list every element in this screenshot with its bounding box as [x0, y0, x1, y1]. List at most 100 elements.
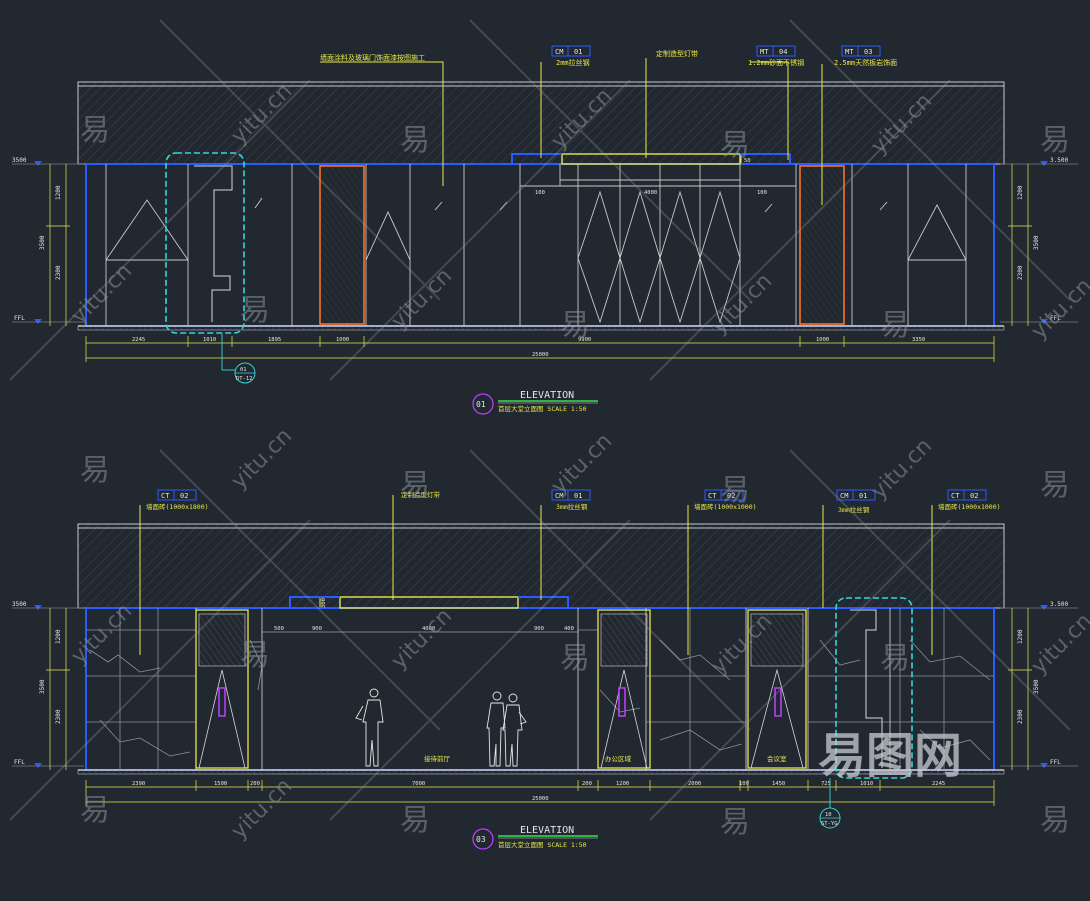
door-left: [195, 609, 249, 769]
subtitle-text: 首层大堂立面图 SCALE 1:50: [498, 840, 587, 849]
svg-text:4000: 4000: [422, 626, 435, 632]
svg-text:01: 01: [574, 48, 582, 56]
callout-text: 1.2mm砂面不锈钢: [748, 58, 804, 67]
svg-text:1010: 1010: [203, 337, 216, 343]
callout-text: 定制造型灯带: [656, 49, 698, 58]
svg-text:300: 300: [321, 598, 327, 608]
dimension-chain-01: [85, 336, 995, 362]
svg-text:2000: 2000: [688, 781, 701, 787]
watermark-site: yitu.cn: [547, 429, 618, 500]
svg-text:3500: 3500: [39, 679, 46, 694]
svg-text:50: 50: [744, 158, 751, 164]
title-text: ELEVATION: [520, 825, 574, 836]
room-label: 接待前厅: [424, 754, 451, 763]
watermark-site: yitu.cn: [867, 434, 938, 505]
svg-text:10: 10: [825, 812, 832, 818]
callout-text: 墙面砖(1000x1800): [146, 502, 209, 511]
svg-text:100: 100: [739, 781, 749, 787]
svg-text:1200: 1200: [1017, 185, 1024, 200]
watermark-site: yitu.cn: [67, 599, 138, 670]
svg-text:01: 01: [574, 492, 582, 500]
watermark-glyph: 易: [80, 793, 110, 828]
svg-text:1500: 1500: [214, 781, 227, 787]
svg-text:02: 02: [727, 492, 735, 500]
human-figures: [355, 688, 527, 767]
svg-text:2245: 2245: [932, 781, 945, 787]
svg-text:725: 725: [821, 781, 831, 787]
svg-text:2300: 2300: [1017, 709, 1024, 724]
svg-text:9900: 9900: [578, 337, 591, 343]
watermark-glyph: 易: [1040, 803, 1070, 838]
svg-text:900: 900: [312, 626, 322, 632]
svg-text:03: 03: [476, 835, 486, 844]
svg-text:DT-12: DT-12: [236, 376, 253, 382]
watermark-glyph: 易: [1040, 123, 1070, 158]
material-tag: MT 04: [756, 45, 796, 57]
watermark-site: yitu.cn: [67, 259, 138, 330]
svg-text:500: 500: [274, 626, 284, 632]
svg-text:3500: 3500: [12, 157, 27, 164]
watermark-glyph: 易: [720, 805, 750, 840]
svg-text:200: 200: [250, 781, 260, 787]
wall-outline: [85, 163, 995, 327]
watermark-site: yitu.cn: [387, 604, 458, 675]
svg-text:3500: 3500: [39, 235, 46, 250]
svg-text:3.500: 3.500: [1050, 601, 1068, 608]
svg-text:02: 02: [970, 492, 978, 500]
material-tag: CT 02: [947, 489, 987, 501]
callouts-top-01: 墙面涂料及玻璃门饰面漆按图施工 2mm拉丝钢 定制造型灯带 1.2mm砂面不锈钢…: [320, 49, 897, 67]
light-trough: [561, 153, 741, 165]
callout-text: 墙面涂料及玻璃门饰面漆按图施工: [320, 53, 425, 62]
svg-text:ST-YG: ST-YG: [821, 821, 838, 827]
svg-text:MT: MT: [845, 48, 854, 56]
light-trough: [339, 596, 519, 609]
svg-text:3500: 3500: [1033, 679, 1040, 694]
material-tag: CM 01: [836, 489, 876, 501]
svg-text:CT: CT: [161, 492, 170, 500]
svg-text:100: 100: [757, 190, 767, 196]
svg-text:FFL: FFL: [14, 315, 25, 322]
drawing-title-01: 01 ELEVATION 首层大堂立面图 SCALE 1:50: [472, 390, 598, 415]
title-text: ELEVATION: [520, 390, 574, 401]
svg-text:2300: 2300: [55, 265, 62, 280]
svg-text:25000: 25000: [532, 352, 549, 358]
svg-text:01: 01: [476, 400, 486, 409]
svg-text:01: 01: [859, 492, 867, 500]
stone-panel-left: [319, 165, 365, 325]
door-right: [747, 609, 807, 769]
callout-text: 3mm拉丝钢: [838, 505, 870, 514]
room-label: 办公区域: [605, 754, 632, 763]
drawing-title-03: 03 ELEVATION 首层大堂立面图 SCALE 1:50: [472, 825, 598, 850]
dimension-chain-03: [85, 780, 995, 806]
svg-text:1010: 1010: [860, 781, 873, 787]
svg-text:1895: 1895: [268, 337, 281, 343]
watermark-site: yitu.cn: [387, 264, 458, 335]
svg-text:1000: 1000: [336, 337, 349, 343]
svg-text:2390: 2390: [132, 781, 145, 787]
svg-text:CM: CM: [555, 48, 563, 56]
svg-text:MT: MT: [760, 48, 769, 56]
watermark-site: yitu.cn: [227, 424, 298, 495]
callout-text: 2.5mm天然板岩饰面: [834, 58, 897, 67]
svg-text:FFL: FFL: [14, 759, 25, 766]
material-tag: CM 01: [551, 489, 591, 501]
svg-text:1000: 1000: [816, 337, 829, 343]
svg-text:3.500: 3.500: [1050, 157, 1068, 164]
elevation-01: 墙面涂料及玻璃门饰面漆按图施工 2mm拉丝钢 定制造型灯带 1.2mm砂面不锈钢…: [12, 45, 1078, 415]
svg-text:2300: 2300: [1017, 265, 1024, 280]
svg-text:25000: 25000: [532, 796, 549, 802]
svg-text:2300: 2300: [55, 709, 62, 724]
svg-text:3350: 3350: [912, 337, 925, 343]
detail-area-outline: [165, 152, 245, 334]
svg-text:01: 01: [240, 367, 247, 373]
watermark-glyph: 易: [1040, 468, 1070, 503]
callout-text: 定制造型灯带: [401, 490, 441, 499]
watermark-glyph: 易: [400, 803, 430, 838]
detail-callout-01: 01 DT-12: [221, 333, 256, 384]
level-markers-03: 3500 FFL 3.500 FFL: [12, 601, 1078, 768]
svg-text:400: 400: [564, 626, 574, 632]
svg-text:1200: 1200: [55, 629, 62, 644]
callout-text: 2mm拉丝钢: [556, 58, 590, 67]
svg-text:100: 100: [535, 190, 545, 196]
